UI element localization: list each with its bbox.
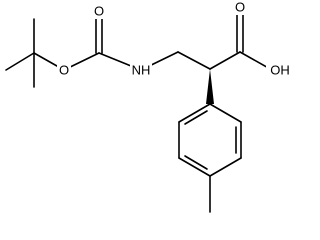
bond-tbu-methyl-left xyxy=(5,52,35,71)
ring-bond-3 xyxy=(209,157,242,177)
ring-bond-6 xyxy=(178,103,211,123)
acid-carbonyl-oxygen-label: O xyxy=(235,0,245,15)
atom-labels: O O NH O OH xyxy=(57,0,290,78)
bond-alpha-to-acid-carbon xyxy=(209,51,241,70)
bond-ch2-to-alpha-carbon xyxy=(177,51,211,70)
ring-bond-1 xyxy=(209,103,242,123)
amide-nitrogen-label: NH xyxy=(132,63,151,78)
boc-carbonyl-oxygen-label: O xyxy=(94,4,104,19)
ring-inner-double-3 xyxy=(184,110,208,125)
amino-acid-backbone xyxy=(140,13,273,104)
stereo-wedge-bond xyxy=(206,69,214,104)
ester-oxygen-label: O xyxy=(59,63,69,78)
para-tolyl-ring xyxy=(178,103,242,213)
chemical-structure: O O NH O OH xyxy=(5,0,290,213)
tert-butyl-group xyxy=(5,18,65,88)
ring-bond-4 xyxy=(178,157,211,177)
hydroxyl-label: OH xyxy=(270,63,290,78)
boc-carbamate xyxy=(63,18,142,71)
ring-inner-double-2 xyxy=(184,155,208,170)
